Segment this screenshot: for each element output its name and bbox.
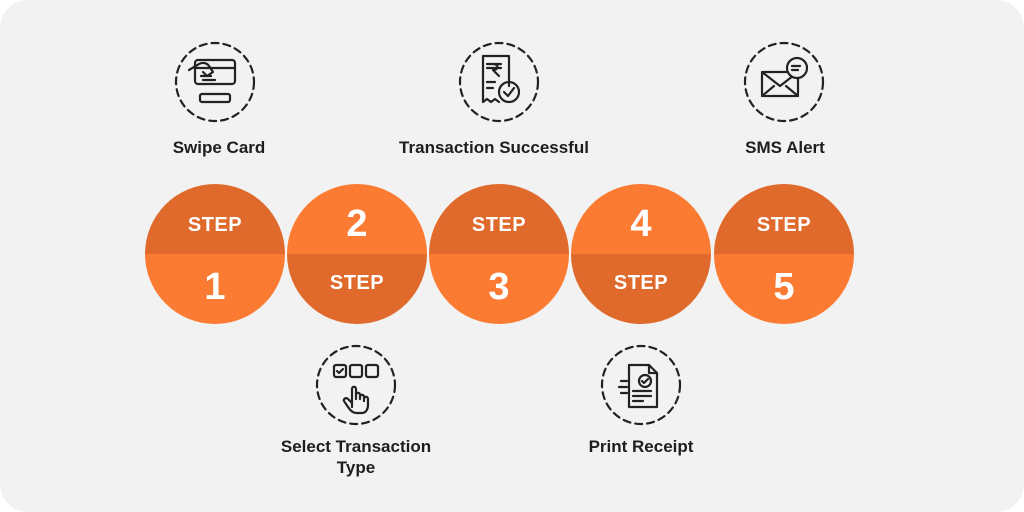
step-5-circle: STEP 5 <box>714 184 854 324</box>
sms-alert-icon <box>742 40 826 124</box>
step-3-number: 3 <box>488 265 510 308</box>
step-2-word: STEP <box>329 271 385 294</box>
step-4-number: 4 <box>630 202 652 245</box>
print-receipt-icon <box>599 343 683 427</box>
step-2-number: 2 <box>346 202 368 245</box>
step-2-label: Select Transaction Type <box>280 437 432 477</box>
step-5-label: SMS Alert <box>745 138 825 157</box>
step-2-circle: 2 STEP <box>287 184 427 324</box>
step-3-word: STEP <box>471 213 527 236</box>
step-4-label: Print Receipt <box>588 437 694 456</box>
step-1-label: Swipe Card <box>172 138 266 157</box>
step-3-label: Transaction Successful <box>399 138 589 157</box>
step-4-circle: 4 STEP <box>571 184 711 324</box>
swipe-card-icon <box>173 40 257 124</box>
step-3-circle: STEP 3 <box>429 184 569 324</box>
step-1-circle: STEP 1 <box>145 184 285 324</box>
transaction-success-icon <box>457 40 541 124</box>
step-5-word: STEP <box>756 213 812 236</box>
select-transaction-icon <box>314 343 398 427</box>
step-1-number: 1 <box>204 265 226 308</box>
step-5-number: 5 <box>773 265 795 308</box>
step-1-word: STEP <box>187 213 243 236</box>
step-4-word: STEP <box>613 271 669 294</box>
